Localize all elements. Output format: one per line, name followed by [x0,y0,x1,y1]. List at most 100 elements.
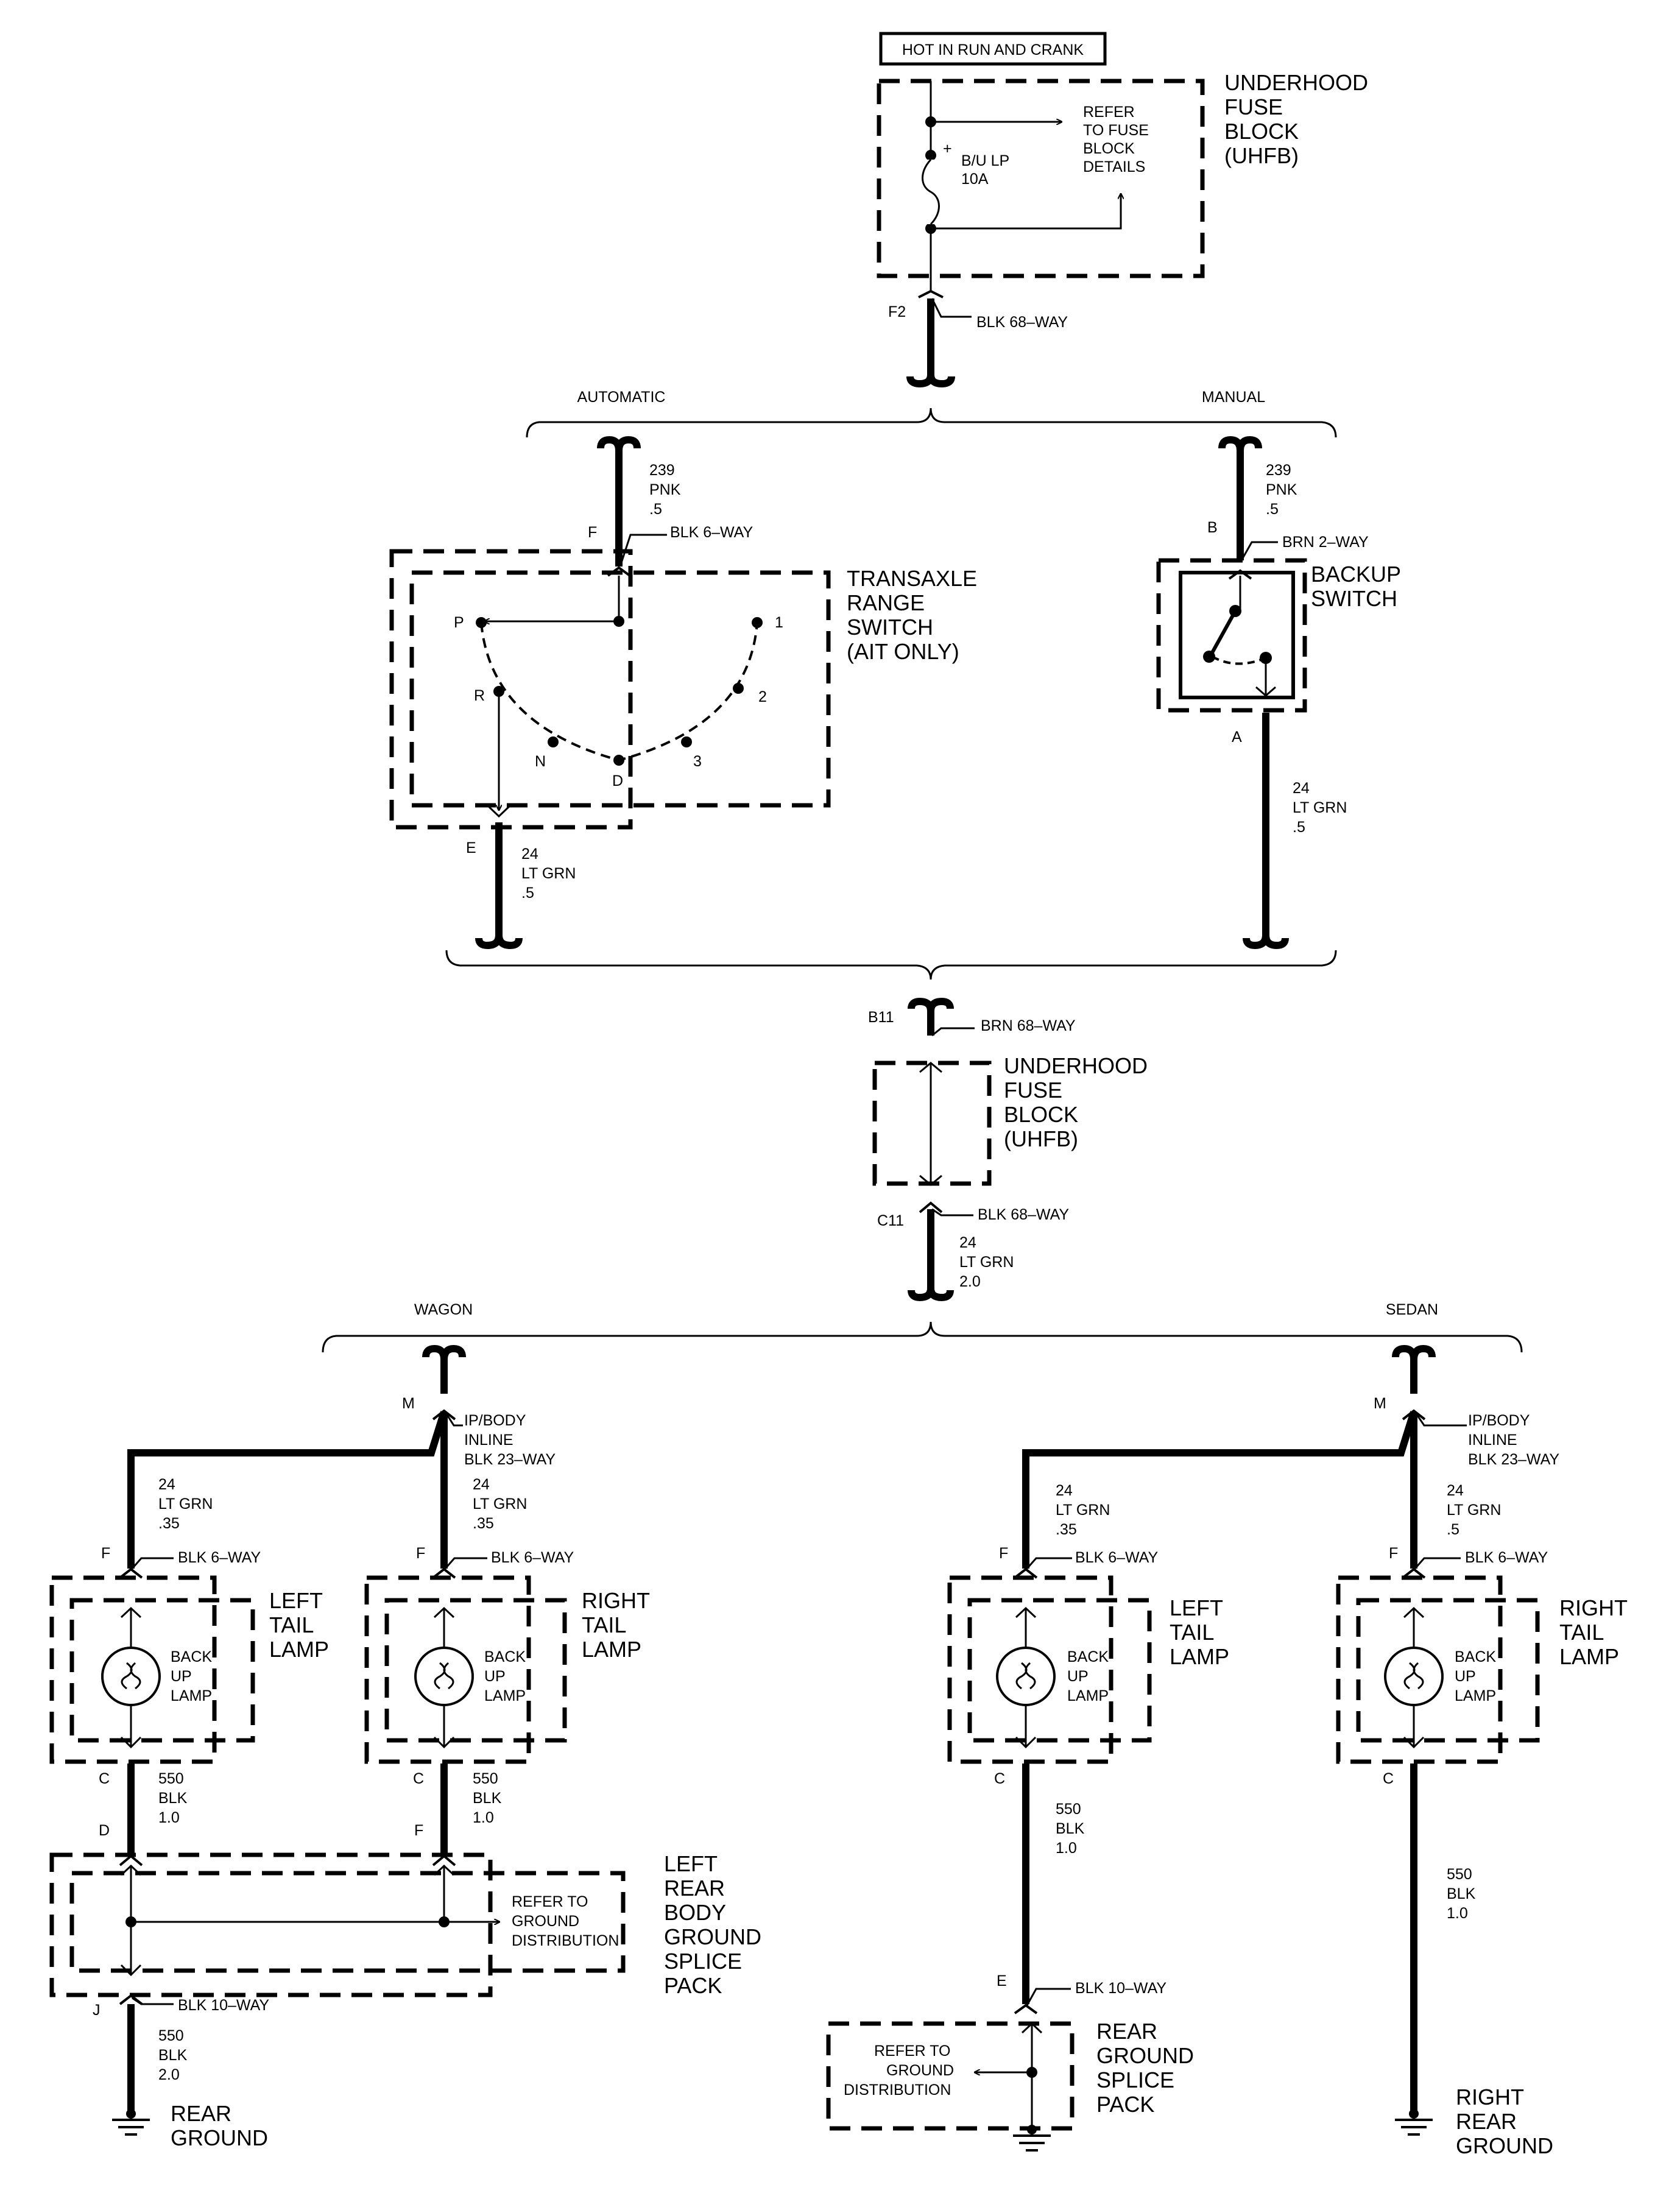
trs-pos-r: R [474,687,485,704]
branch-sedan: SEDAN [1386,1301,1438,1318]
wl-bulb-1: BACK [171,1648,212,1665]
wagon-right-tail-lamp: 24 LT GRN .35 F BLK 6–WAY BACK UP LAMP R… [364,1476,650,1855]
b11-pin: B11 [868,1009,894,1026]
trs-pos-p: P [454,614,464,631]
right-ground-1: RIGHT [1456,2085,1524,2109]
sr-bulb-3: LAMP [1455,1687,1496,1704]
ws-refer-3: DISTRIBUTION [512,1932,619,1949]
f2-pin: F2 [888,303,906,320]
backup-pin-in: B [1207,519,1218,536]
branch-wagon: WAGON [414,1301,473,1318]
ss-title-3: SPLICE [1096,2067,1174,2092]
wl-title-2: TAIL [269,1612,314,1637]
ws-out-1: 550 [158,2027,184,2044]
sr-title-1: RIGHT [1559,1595,1628,1620]
ss-in-conn: BLK 10–WAY [1075,1980,1166,1997]
sr-out-3: 1.0 [1447,1905,1468,1922]
wr-bulb-2: UP [484,1668,506,1685]
trs-wire-1: 239 [649,462,675,479]
wl-wire-2: LT GRN [158,1495,213,1513]
fuse-plus: + [943,140,952,157]
c11-conn: BLK 68–WAY [978,1206,1069,1223]
trs-wire-3: .5 [649,501,662,518]
sr-wire-2: LT GRN [1447,1502,1501,1519]
ws-title-6: PACK [664,1973,722,1998]
wl-title-1: LEFT [269,1588,323,1613]
sedan-inline-pin: M [1374,1395,1386,1412]
branch-automatic-manual: AUTOMATIC MANUAL [526,389,1337,438]
b11-conn: BRN 68–WAY [981,1017,1076,1034]
ws-refer-2: GROUND [512,1913,579,1930]
transaxle-range-switch: 239 PNK .5 F BLK 6–WAY P R N D 3 2 1 TRA… [389,436,977,950]
c11-pin: C11 [877,1212,904,1229]
wr-title-1: RIGHT [582,1588,650,1613]
trs-pos-d: D [612,772,623,789]
trs-title-3: SWITCH [847,615,933,640]
trs-title-1: TRANSAXLE [847,566,977,591]
sl-bulb-3: LAMP [1067,1687,1109,1704]
sl-wire-1: 24 [1056,1482,1073,1499]
sr-wire-3: .5 [1447,1521,1459,1538]
wr-out-1: 550 [473,1770,498,1787]
rear-ground-2: GROUND [171,2125,268,2150]
wl-pin-in: F [101,1545,110,1562]
wl-out-1: 550 [158,1770,184,1787]
sl-out-1: 550 [1056,1801,1081,1818]
uhfb-mid-title-3: BLOCK [1004,1102,1078,1127]
right-ground-3: GROUND [1456,2133,1553,2158]
backup-switch: 239 PNK .5 B BRN 2–WAY BACKUP SWITCH A 2… [1156,436,1401,950]
f2-connector: F2 BLK 68–WAY [888,277,1068,388]
sedan-left-tail-lamp: 24 LT GRN .35 F BLK 6–WAY BACK UP LAMP L… [947,1482,1229,2004]
wr-wire-2: LT GRN [473,1495,527,1513]
wr-bulb-3: LAMP [484,1687,526,1704]
sr-bulb-1: BACK [1455,1648,1496,1665]
trs-pos-1: 1 [775,614,783,631]
trs-pin-in: F [588,524,597,541]
sedan-inline-2: INLINE [1468,1432,1517,1449]
right-ground-2: REAR [1456,2109,1517,2134]
uhfb-mid-title-4: (UHFB) [1004,1126,1078,1151]
trs-out-wire-3: .5 [521,884,534,902]
wr-wire-3: .35 [473,1515,494,1532]
ws-pin-f: F [414,1822,423,1839]
refer-line-3: BLOCK [1083,140,1135,157]
wagon-left-tail-lamp: 24 LT GRN .35 F BLK 6–WAY BACK UP LAMP L… [49,1476,329,1855]
hot-in-run-label: HOT IN RUN AND CRANK [902,41,1084,58]
backup-title-1: BACKUP [1311,562,1401,587]
wr-conn: BLK 6–WAY [491,1549,574,1566]
uhfb-middle: B11 BRN 68–WAY UNDERHOOD FUSE BLOCK (UHF… [868,997,1148,1302]
rear-ground-splice-pack: E BLK 10–WAY REFER TO GROUND DISTRIBUTIO… [826,1972,1194,2152]
wl-wire-3: .35 [158,1515,180,1532]
ws-title-4: GROUND [664,1924,761,1949]
ss-pin-in: E [997,1972,1007,1989]
ws-out-2: BLK [158,2047,188,2064]
ss-title-2: GROUND [1096,2043,1194,2068]
uhfb-top-title-2: FUSE [1224,94,1283,119]
trs-out-wire-2: LT GRN [521,865,576,882]
f2-conn: BLK 68–WAY [976,314,1068,331]
fuse-rating: 10A [961,171,989,188]
wl-conn: BLK 6–WAY [178,1549,261,1566]
ws-title-3: BODY [664,1900,726,1925]
power-source-label: HOT IN RUN AND CRANK [879,32,1107,66]
backup-pin-out: A [1232,729,1242,746]
ws-refer-1: REFER TO [512,1893,588,1910]
ws-out-3: 2.0 [158,2066,180,2083]
ss-title-1: REAR [1096,2019,1157,2044]
sl-conn: BLK 6–WAY [1075,1549,1158,1566]
sl-pin-out: C [994,1770,1005,1787]
trs-out-wire-1: 24 [521,846,538,863]
fuse-name: B/U LP [961,152,1009,169]
wl-out-3: 1.0 [158,1809,180,1826]
backup-title-2: SWITCH [1311,586,1397,611]
wl-wire-1: 24 [158,1476,175,1493]
ss-refer-1: REFER TO [874,2042,951,2060]
wr-out-2: BLK [473,1790,502,1807]
uhfb-mid-title-2: FUSE [1004,1078,1062,1103]
uhfb-top-title-1: UNDERHOOD [1224,70,1368,95]
wl-pin-out: C [99,1770,110,1787]
branch-wagon-sedan: WAGON SEDAN [322,1301,1523,1353]
sr-conn: BLK 6–WAY [1465,1549,1548,1566]
uhfb-top-title-4: (UHFB) [1224,143,1299,168]
sl-wire-3: .35 [1056,1521,1077,1538]
